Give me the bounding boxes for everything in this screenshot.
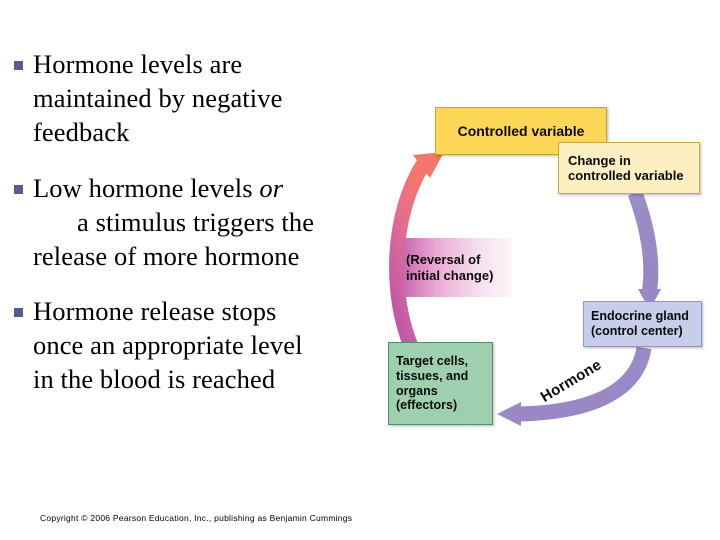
list-item: Hormone release stops once an appropriat…: [14, 295, 386, 397]
reversal-line-2: initial change): [406, 267, 494, 283]
reversal-of-initial-change-box: (Reversal of initial change): [403, 238, 512, 297]
bullet-2-lead: Low hormone levels: [33, 172, 260, 203]
bullet-text-3: Hormone release stops once an appropriat…: [33, 295, 303, 397]
bullet-square-icon: [14, 61, 23, 70]
bullet-1-line-2: maintained by negative: [33, 82, 283, 113]
arrow-gland-to-target: [497, 346, 652, 426]
bullet-text-1: Hormone levels are maintained by negativ…: [33, 48, 282, 150]
endocrine-line-1: Endocrine gland: [591, 309, 689, 324]
endocrine-line-2: (control center): [591, 324, 683, 338]
reversal-line-1: (Reversal of: [406, 252, 481, 268]
bullet-1-line-1: Hormone levels are: [33, 49, 243, 79]
bullet-3-line-2: once an appropriate level: [33, 330, 303, 361]
list-item: Low hormone levels or a stimulus trigger…: [14, 172, 386, 274]
bullet-3-line-3: in the blood is reached: [33, 364, 276, 395]
target-line-2: tissues, and: [396, 368, 469, 383]
bullet-text-2: Low hormone levels or a stimulus trigger…: [33, 172, 314, 274]
arrow-target-to-controlled: [389, 152, 444, 349]
bullet-2-italic-or: or: [259, 172, 284, 203]
copyright-notice: Copyright © 2006 Pearson Education, Inc.…: [40, 513, 353, 523]
bullet-square-icon: [14, 308, 23, 318]
change-line-1: Change in: [568, 152, 631, 168]
target-line-4: (effectors): [396, 398, 458, 413]
arrow-change-to-gland: [627, 190, 661, 310]
list-item: Hormone levels are maintained by negativ…: [14, 48, 386, 150]
change-in-controlled-variable-box: Change in controlled variable: [558, 142, 700, 194]
bullet-square-icon: [14, 184, 23, 194]
target-line-3: organs: [396, 383, 438, 398]
feedback-arrows-layer: [389, 152, 661, 426]
controlled-variable-label: Controlled variable: [457, 122, 585, 139]
target-cells-box: Target cells, tissues, and organs (effec…: [388, 342, 493, 425]
bullet-3-line-1: Hormone release stops: [33, 296, 277, 327]
bullet-2-line-3: release of more hormone: [33, 240, 300, 271]
negative-feedback-diagram: (Reversal of initial change) Controlled …: [386, 96, 716, 441]
endocrine-gland-box: Endocrine gland (control center): [583, 301, 702, 347]
bullet-1-line-3: feedback: [33, 116, 130, 147]
target-line-1: Target cells,: [396, 354, 469, 368]
bullet-2-line-2: a stimulus triggers the: [77, 206, 315, 237]
bullet-list: Hormone levels are maintained by negativ…: [14, 48, 386, 419]
change-line-2: controlled variable: [568, 168, 684, 183]
